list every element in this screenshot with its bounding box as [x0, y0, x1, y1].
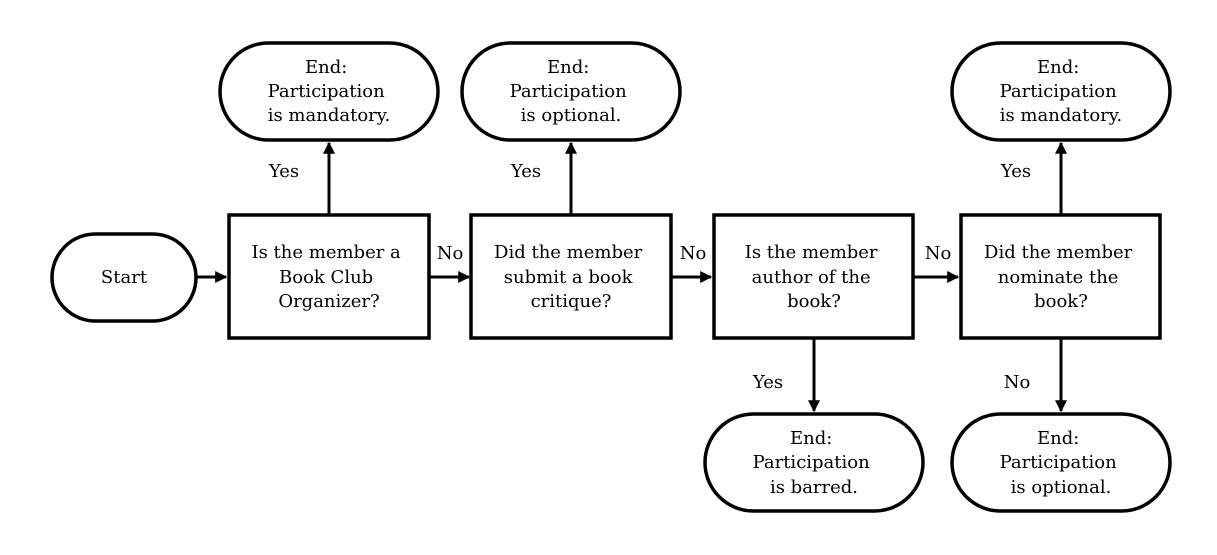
edge-label-author-yes: Yes [752, 372, 783, 393]
end-node-optional-1-label: End: Participation is optional. [510, 57, 633, 126]
edge-label-critique-no: No [680, 243, 707, 264]
decision-critique-label: Did the member submit a book critique? [494, 242, 648, 312]
edge-label-nominate-yes: Yes [1000, 161, 1031, 182]
start-node-label: Start [101, 267, 148, 288]
end-node-mandatory-2: End: Participation is mandatory. [950, 41, 1172, 142]
decision-author: Is the member author of the book? [712, 213, 915, 340]
decision-nominate-label: Did the member nominate the book? [984, 242, 1138, 312]
end-node-mandatory-1: End: Participation is mandatory. [218, 41, 440, 142]
decision-organizer-label: Is the member a Book Club Organizer? [251, 242, 406, 312]
end-node-barred-label: End: Participation is barred. [753, 428, 876, 498]
end-node-mandatory-2-label: End: Participation is mandatory. [1000, 57, 1123, 126]
edge-label-nominate-no: No [1004, 372, 1031, 393]
end-node-mandatory-1-label: End: Participation is mandatory. [268, 57, 391, 126]
end-node-optional-2: End: Participation is optional. [950, 412, 1172, 513]
decision-nominate: Did the member nominate the book? [959, 213, 1162, 340]
start-node: Start [50, 232, 198, 323]
decision-critique: Did the member submit a book critique? [469, 213, 673, 340]
edge-label-author-no: No [925, 243, 952, 264]
decision-organizer: Is the member a Book Club Organizer? [227, 213, 431, 340]
edge-label-critique-yes: Yes [510, 161, 541, 182]
edge-label-organizer-yes: Yes [268, 161, 299, 182]
decision-author-label: Is the member author of the book? [745, 242, 884, 312]
end-node-optional-1: End: Participation is optional. [460, 41, 682, 142]
edge-label-organizer-no: No [437, 243, 464, 264]
end-node-barred: End: Participation is barred. [703, 412, 925, 513]
end-node-optional-2-label: End: Participation is optional. [1000, 428, 1123, 498]
